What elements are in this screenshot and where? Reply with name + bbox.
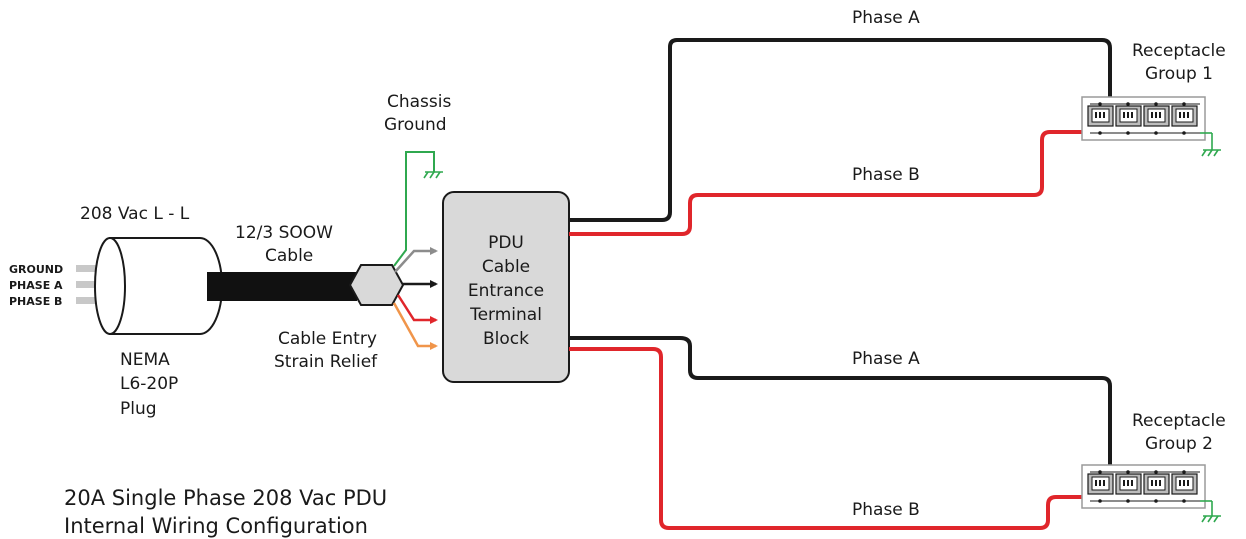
- group2-outlet-1: [1087, 470, 1114, 503]
- group2-ground-icon: [1201, 515, 1221, 523]
- pdu-terminal-block: [442, 191, 570, 383]
- plug-face: [94, 237, 126, 335]
- group1-label-line1: Receptacle: [1132, 41, 1226, 61]
- wire-phase-b-group1: [569, 130, 1090, 236]
- lead-gray: [394, 247, 438, 273]
- diagram-title-line1: 20A Single Phase 208 Vac PDU: [64, 486, 387, 510]
- group1-outlet-2: [1115, 102, 1142, 135]
- strain-label-line1: Cable Entry: [278, 329, 377, 349]
- voltage-label: 208 Vac L - L: [80, 204, 190, 224]
- pdu-label-line1: PDU: [488, 233, 524, 253]
- group2-outlet-2: [1115, 470, 1142, 503]
- strain-label-line2: Strain Relief: [274, 352, 378, 372]
- chassis-label-line1: Chassis: [387, 92, 451, 112]
- group2-label-line2: Group 2: [1145, 434, 1213, 454]
- group2-outlet-3: [1143, 470, 1170, 503]
- phase-b-bottom-label: Phase B: [852, 500, 920, 520]
- phase-b-pin: [76, 297, 106, 304]
- pin-label-phase-b: PHASE B: [9, 295, 62, 308]
- group1-outlet-1: [1087, 102, 1114, 135]
- chassis-label-line2: Ground: [384, 115, 447, 135]
- group2-label-line1: Receptacle: [1132, 411, 1226, 431]
- wire-phase-a-group2: [569, 336, 1112, 472]
- pdu-label-line4: Terminal: [469, 305, 542, 325]
- soow-cable: [207, 272, 357, 301]
- group1-ground-icon: [1201, 149, 1221, 157]
- phase-a-pin: [76, 281, 106, 288]
- cable-label-line2: Cable: [265, 246, 313, 266]
- plug-label-line1: NEMA: [120, 350, 170, 370]
- phase-a-bottom-label: Phase A: [852, 349, 920, 369]
- pdu-label-line3: Entrance: [468, 281, 544, 301]
- wire-phase-a-group1: [569, 38, 1112, 222]
- wire-phase-b-group2: [569, 347, 1090, 530]
- group1-outlet-3: [1143, 102, 1170, 135]
- receptacle-group-2: [1081, 464, 1221, 523]
- lead-orange: [392, 302, 438, 350]
- chassis-ground-icon: [423, 171, 443, 179]
- plug-label-line2: L6-20P: [120, 374, 178, 394]
- chassis-ground-wire: [393, 151, 435, 267]
- nema-plug: [76, 237, 223, 335]
- ground-pin: [76, 265, 106, 272]
- pdu-label-line2: Cable: [482, 257, 530, 277]
- group1-label-line2: Group 1: [1145, 64, 1213, 84]
- pin-label-ground: GROUND: [9, 263, 63, 276]
- plug-body: [109, 237, 223, 335]
- diagram-title-line2: Internal Wiring Configuration: [64, 514, 368, 538]
- phase-a-top-label: Phase A: [852, 8, 920, 28]
- pin-label-phase-a: PHASE A: [9, 279, 63, 292]
- pdu-label-line5: Block: [483, 329, 529, 349]
- cable-label-line1: 12/3 SOOW: [235, 223, 333, 243]
- plug-label-line3: Plug: [120, 399, 157, 419]
- receptacle-group-1: [1081, 96, 1221, 157]
- group1-outlet-4: [1171, 102, 1198, 135]
- phase-b-top-label: Phase B: [852, 165, 920, 185]
- group2-outlet-4: [1171, 470, 1198, 503]
- lead-red: [396, 294, 438, 324]
